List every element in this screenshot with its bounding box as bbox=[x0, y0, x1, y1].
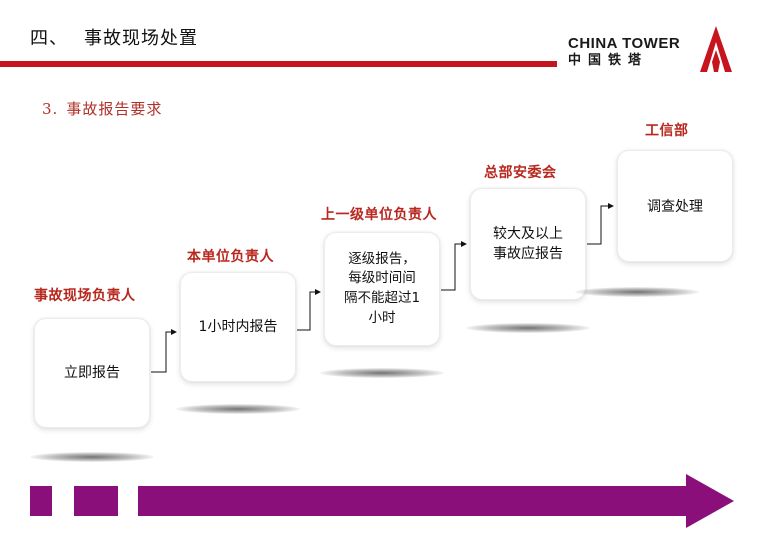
step-card-4-line: 事故应报告 bbox=[493, 246, 563, 262]
connector-arrow-2 bbox=[297, 289, 321, 331]
step-card-1: 立即报告 bbox=[34, 318, 150, 428]
subtitle: 3. 事故报告要求 bbox=[42, 98, 162, 119]
card-shadow bbox=[466, 323, 590, 333]
progress-arrow bbox=[138, 474, 734, 528]
step-card-2: 1小时内报告 bbox=[180, 272, 296, 382]
card-shadow bbox=[575, 287, 699, 297]
decor-square-1 bbox=[30, 486, 52, 516]
section-heading: 事故现场处置 bbox=[84, 28, 198, 49]
step-label-5: 工信部 bbox=[645, 123, 689, 139]
step-card-3-line: 每级时间间 bbox=[348, 270, 416, 287]
connector-arrow-4 bbox=[587, 203, 614, 245]
brand-logo: CHINA TOWER 中国铁塔 bbox=[568, 36, 694, 67]
step-card-4: 较大及以上 事故应报告 bbox=[470, 188, 586, 300]
section-number: 四、 bbox=[30, 28, 68, 49]
section-title: 四、事故现场处置 bbox=[30, 24, 198, 50]
header-rule bbox=[0, 61, 557, 67]
step-card-3-line: 隔不能超过1 bbox=[343, 290, 421, 306]
step-card-5: 调查处理 bbox=[617, 150, 733, 262]
logo-english: CHINA TOWER bbox=[568, 35, 681, 52]
step-card-2-line: 1小时内报告 bbox=[198, 318, 278, 335]
step-card-4-line: 较大及以上 bbox=[493, 225, 563, 242]
subtitle-number: 3. bbox=[42, 100, 59, 118]
card-shadow bbox=[30, 452, 154, 462]
logo-chinese: 中国铁塔 bbox=[568, 53, 649, 68]
card-shadow bbox=[320, 368, 444, 378]
step-label-2: 本单位负责人 bbox=[187, 249, 274, 265]
connector-arrow-1 bbox=[151, 329, 177, 373]
card-shadow bbox=[176, 404, 300, 414]
step-label-4: 总部安委会 bbox=[484, 165, 557, 181]
step-card-1-line: 立即报告 bbox=[64, 364, 120, 381]
step-card-5-line: 调查处理 bbox=[647, 199, 703, 215]
subtitle-text: 事故报告要求 bbox=[66, 100, 163, 118]
step-label-3: 上一级单位负责人 bbox=[321, 207, 437, 223]
step-label-1: 事故现场负责人 bbox=[34, 288, 136, 304]
tower-logo-icon bbox=[700, 26, 732, 72]
step-card-3-line: 小时 bbox=[368, 309, 396, 326]
connector-arrow-3 bbox=[441, 241, 467, 291]
decor-square-2 bbox=[74, 486, 118, 516]
step-card-3-line: 逐级报告， bbox=[348, 250, 416, 267]
step-card-3: 逐级报告， 每级时间间 隔不能超过1 小时 bbox=[324, 232, 440, 346]
